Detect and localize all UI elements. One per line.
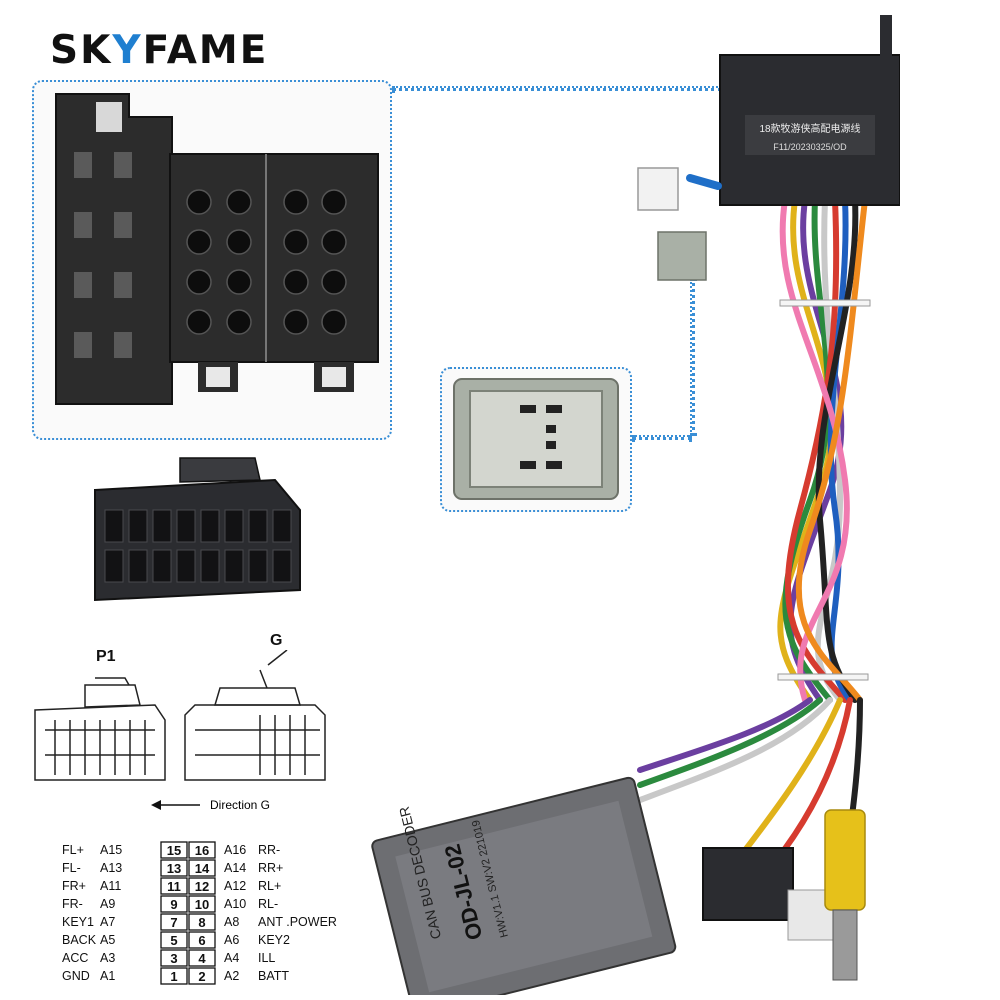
svg-text:FR+: FR+: [62, 879, 86, 893]
pin-row-left: FR+ A11 11: [62, 877, 188, 895]
logo-text-post: FAME: [142, 28, 269, 73]
svg-text:7: 7: [170, 915, 177, 930]
svg-text:6: 6: [198, 933, 205, 948]
svg-text:A1: A1: [100, 969, 115, 983]
pin-row-right: 6 A6 KEY2: [188, 931, 290, 949]
svg-text:FL-: FL-: [62, 861, 81, 875]
pin-row-right: 12 A12 RL+: [188, 877, 281, 895]
svg-text:A12: A12: [224, 879, 246, 893]
svg-text:9: 9: [170, 897, 177, 912]
wiring-harness-image: 18款牧游侠高配电源线 F11/20230325/OD CAN BUS DECO…: [371, 15, 900, 995]
svg-text:A16: A16: [224, 843, 246, 857]
svg-text:2: 2: [198, 969, 205, 984]
svg-text:15: 15: [167, 843, 181, 858]
svg-text:BACK: BACK: [62, 933, 97, 947]
pin-row-left: FR- A9 9: [62, 895, 188, 913]
svg-text:KEY2: KEY2: [258, 933, 290, 947]
plug-16pin: [85, 450, 305, 610]
svg-text:A5: A5: [100, 933, 115, 947]
svg-text:14: 14: [195, 861, 210, 876]
decoder-box: CAN BUS DECODER OD-JL-02 HW:V1.1 SW:V2 2…: [371, 776, 677, 995]
svg-text:12: 12: [195, 879, 209, 894]
pin-row-left: FL+ A15 15: [62, 841, 188, 859]
svg-text:FR-: FR-: [62, 897, 83, 911]
pin-row-right: 16 A16 RR-: [188, 841, 280, 859]
svg-text:4: 4: [198, 951, 206, 966]
svg-text:FL+: FL+: [62, 843, 84, 857]
svg-text:A6: A6: [224, 933, 239, 947]
svg-text:GND: GND: [62, 969, 90, 983]
logo-text-pre: SK: [50, 28, 113, 73]
g-drawing: [184, 669, 326, 781]
svg-text:A11: A11: [100, 879, 121, 893]
pin-row-left: GND A1 1: [62, 967, 188, 985]
plug-16pin-image: [94, 457, 301, 602]
direction-label: Direction G: [210, 798, 270, 812]
iso-connector-image: [55, 93, 379, 405]
svg-text:13: 13: [167, 861, 181, 876]
svg-text:A3: A3: [100, 951, 115, 965]
logo-text-accent: Y: [112, 28, 143, 73]
pin-row-right: 4 A4 ILL: [188, 949, 275, 967]
svg-text:BATT: BATT: [258, 969, 289, 983]
pin-row-left: KEY1 A7 7: [62, 913, 188, 931]
svg-text:11: 11: [167, 879, 181, 894]
svg-text:8: 8: [198, 915, 205, 930]
svg-text:ANT .POWER: ANT .POWER: [258, 915, 337, 929]
harness-label-2: F11/20230325/OD: [773, 142, 847, 152]
p1-label: P1: [96, 648, 116, 665]
svg-text:A8: A8: [224, 915, 239, 929]
iso-connector-panel: [32, 80, 392, 440]
svg-text:A13: A13: [100, 861, 122, 875]
link-line-grey-h: [632, 435, 692, 440]
svg-text:A4: A4: [224, 951, 239, 965]
harness-label-1: 18款牧游侠高配电源线: [759, 122, 860, 135]
pin-row-left: FL- A13 13: [62, 859, 188, 877]
svg-text:1: 1: [170, 969, 177, 984]
grey-connector-image: [453, 378, 619, 500]
p1-drawing: [34, 677, 166, 781]
svg-text:10: 10: [195, 897, 209, 912]
svg-text:A14: A14: [224, 861, 246, 875]
g-label: G: [270, 632, 283, 649]
svg-text:A15: A15: [100, 843, 122, 857]
pin-row-right: 2 A2 BATT: [188, 967, 289, 985]
pin-row-right: 8 A8 ANT .POWER: [188, 913, 337, 931]
pin-row-right: 14 A14 RR+: [188, 859, 283, 877]
svg-text:RL-: RL-: [258, 897, 278, 911]
brand-logo: SKYFAME: [50, 28, 268, 73]
pin-row-left: ACC A3 3: [62, 949, 188, 967]
svg-text:RR+: RR+: [258, 861, 283, 875]
grey-connector-panel: [440, 367, 632, 512]
svg-text:3: 3: [170, 951, 177, 966]
svg-text:ILL: ILL: [258, 951, 275, 965]
svg-text:A10: A10: [224, 897, 246, 911]
svg-text:A2: A2: [224, 969, 239, 983]
pin-row-right: 10 A10 RL-: [188, 895, 278, 913]
svg-text:ACC: ACC: [62, 951, 88, 965]
svg-text:A9: A9: [100, 897, 115, 911]
svg-text:A7: A7: [100, 915, 115, 929]
svg-text:RL+: RL+: [258, 879, 281, 893]
svg-text:16: 16: [195, 843, 209, 858]
svg-text:KEY1: KEY1: [62, 915, 94, 929]
connector-line-drawing: Direction G: [34, 650, 326, 812]
svg-text:RR-: RR-: [258, 843, 280, 857]
svg-text:5: 5: [170, 933, 177, 948]
